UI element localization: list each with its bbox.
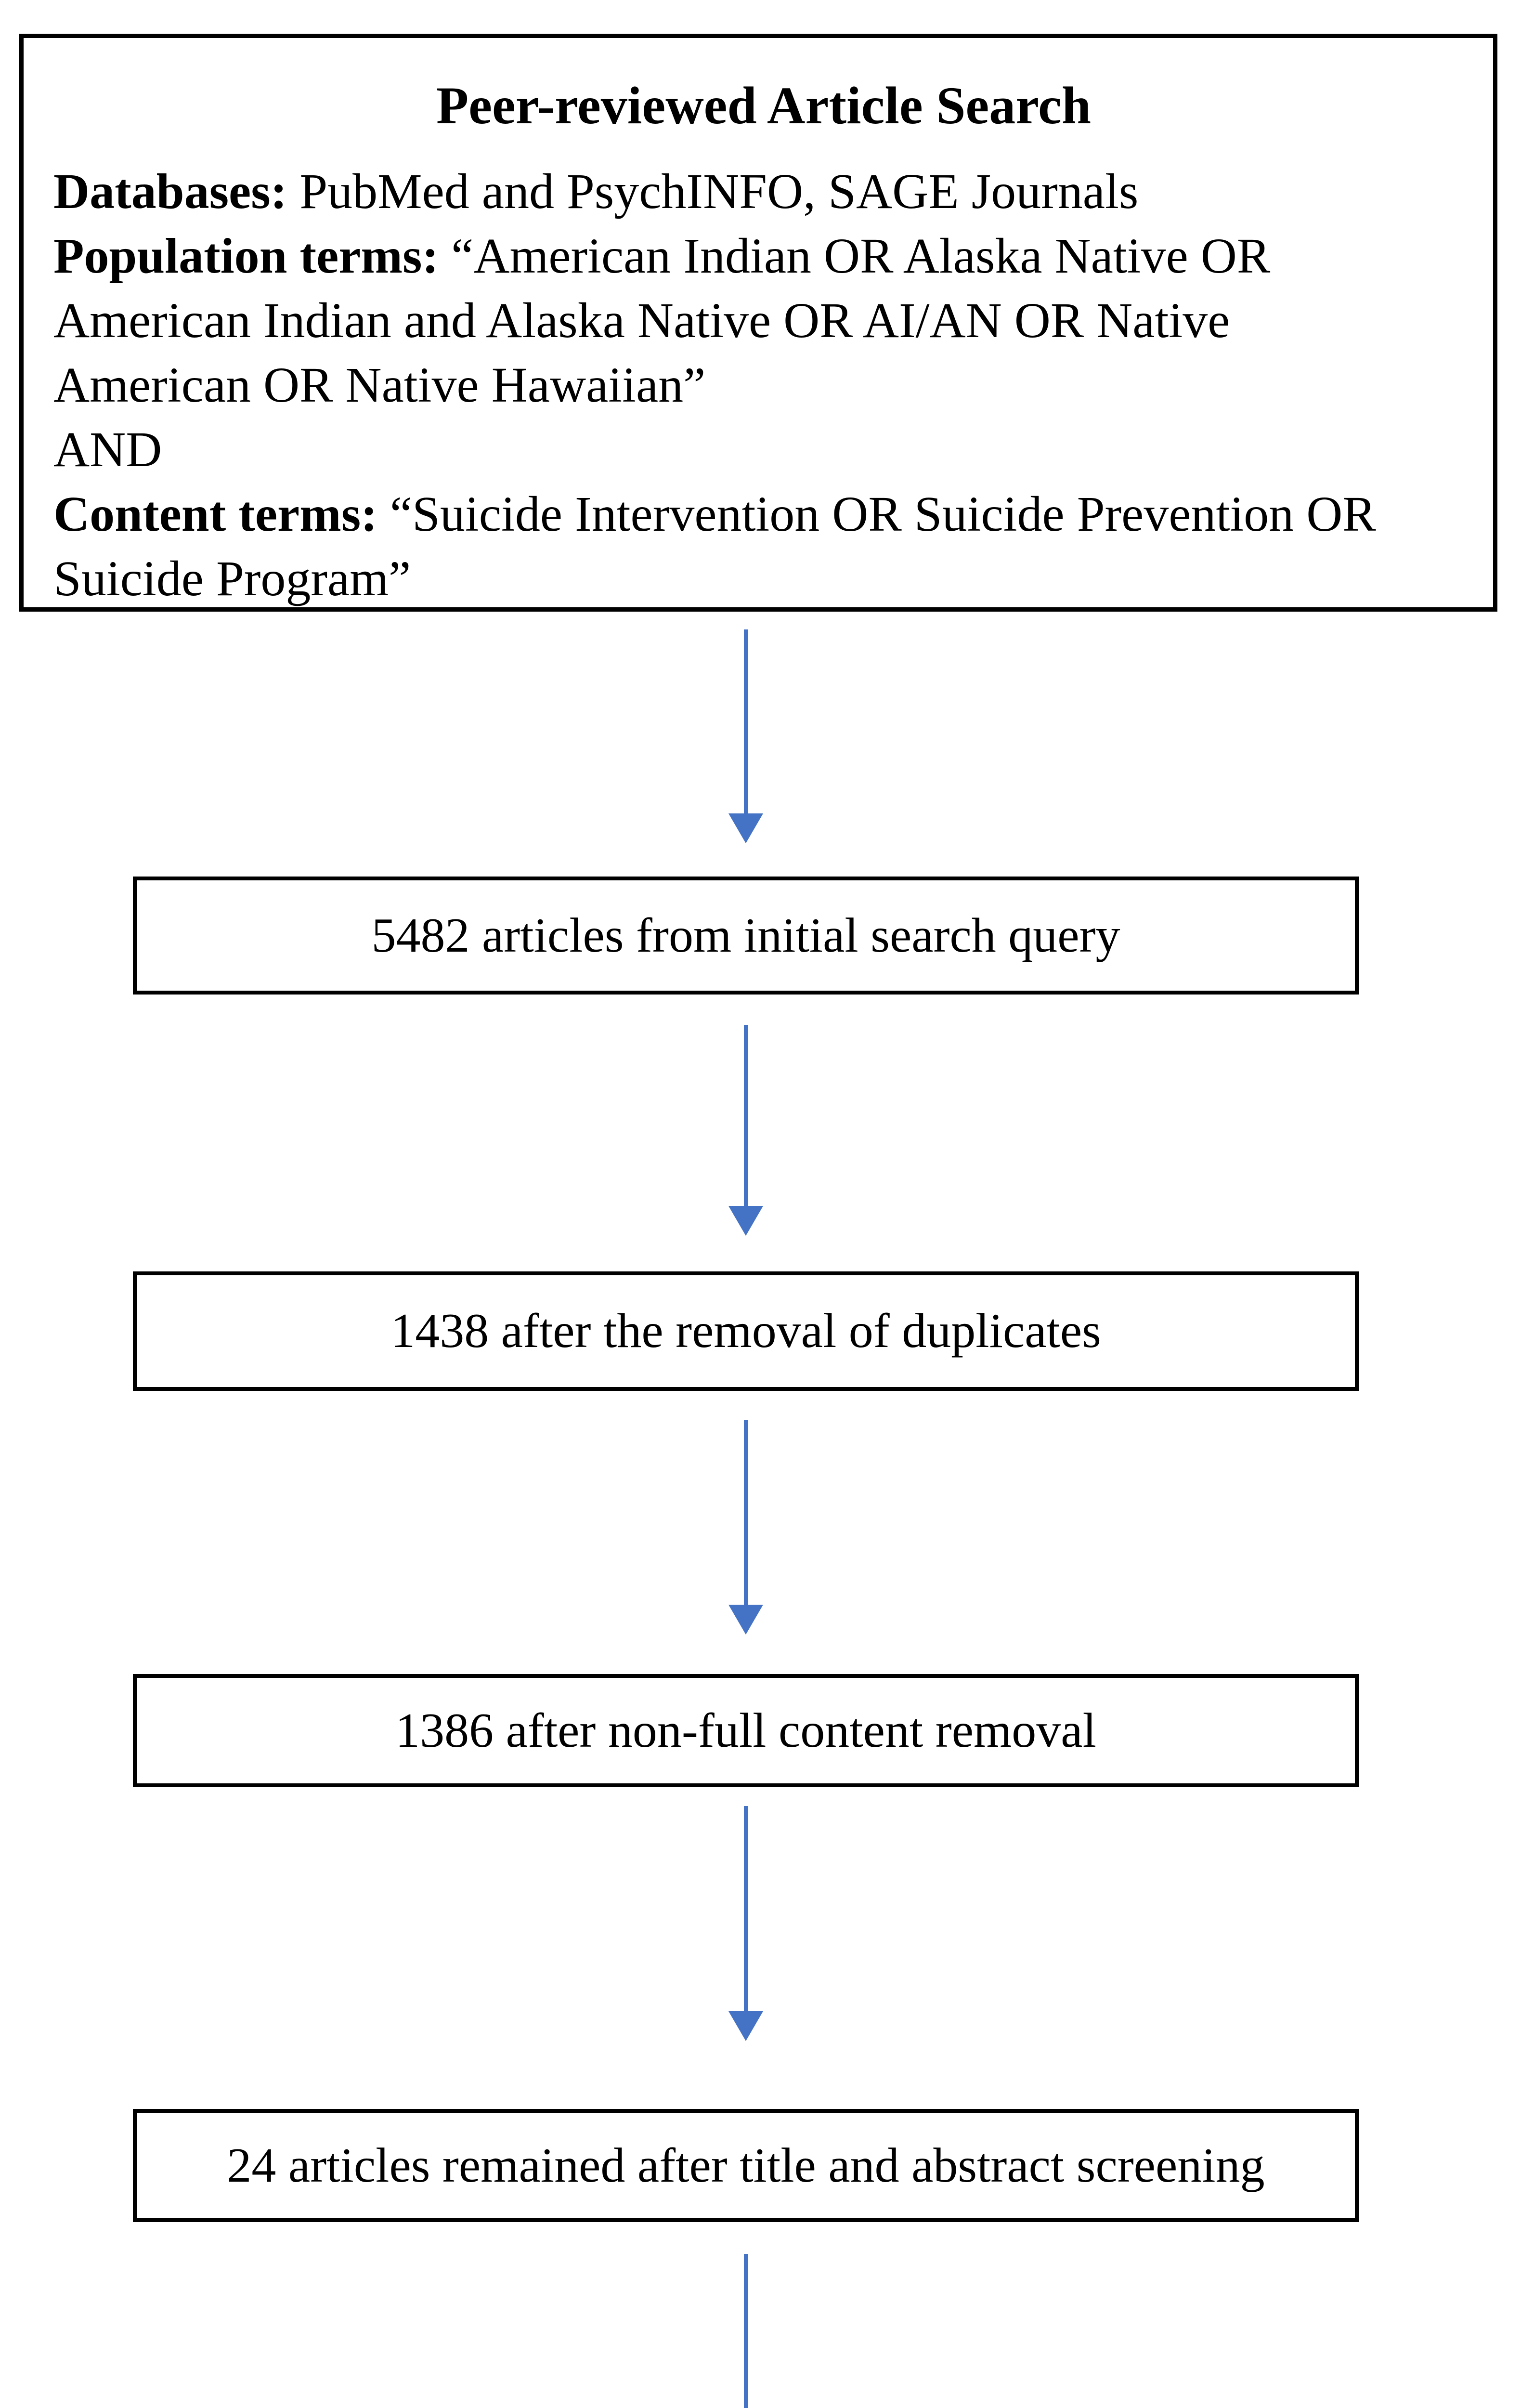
arrow-line xyxy=(744,1806,748,2011)
search-line-population-terms: Population terms: “American Indian OR Al… xyxy=(53,224,1474,288)
arrow-head xyxy=(728,1206,763,1236)
search-line-databases: Databases: PubMed and PsychINFO, SAGE Jo… xyxy=(53,159,1474,224)
arrow-line xyxy=(744,629,748,813)
arrow-line xyxy=(744,2254,748,2408)
flow-box-nonfull-content-removed-text: 1386 after non-full content removal xyxy=(395,1703,1096,1758)
search-box-title: Peer-reviewed Article Search xyxy=(436,76,1092,135)
flow-box-initial-search-text: 5482 articles from initial search query xyxy=(371,908,1120,963)
search-line-population-terms-cont1: American Indian and Alaska Native OR AI/… xyxy=(53,292,1230,348)
arrow-head xyxy=(728,1605,763,1635)
databases-value: PubMed and PsychINFO, SAGE Journals xyxy=(287,163,1139,219)
flow-box-nonfull-content-removed: 1386 after non-full content removal xyxy=(133,1674,1359,1787)
arrow-line xyxy=(744,1025,748,1206)
down-arrow-icon-5 xyxy=(728,2254,763,2408)
arrow-head xyxy=(728,813,763,843)
population-terms-value: “American Indian OR Alaska Native OR xyxy=(439,228,1271,284)
flow-box-duplicates-removed-text: 1438 after the removal of duplicates xyxy=(390,1304,1101,1358)
search-line-population-terms-cont2: American OR Native Hawaiian” xyxy=(53,357,706,413)
flow-box-duplicates-removed: 1438 after the removal of duplicates xyxy=(133,1271,1359,1391)
search-line-content-terms: Content terms: “Suicide Intervention OR … xyxy=(53,482,1474,547)
flow-box-initial-search: 5482 articles from initial search query xyxy=(133,877,1359,995)
search-line-content-terms-cont: Suicide Program” xyxy=(53,550,411,606)
search-line-and-operator: AND xyxy=(53,421,162,477)
arrow-line xyxy=(744,1420,748,1605)
down-arrow-icon-3 xyxy=(728,1420,763,1635)
flow-box-title-abstract-screening: 24 articles remained after title and abs… xyxy=(133,2109,1359,2222)
down-arrow-icon-1 xyxy=(728,629,763,843)
search-criteria-box: Peer-reviewed Article Search Databases: … xyxy=(19,34,1497,612)
arrow-head xyxy=(728,2011,763,2041)
search-box-body: Databases: PubMed and PsychINFO, SAGE Jo… xyxy=(53,159,1474,611)
flow-box-title-abstract-screening-text: 24 articles remained after title and abs… xyxy=(227,2138,1265,2193)
down-arrow-icon-2 xyxy=(728,1025,763,1236)
content-terms-value: “Suicide Intervention OR Suicide Prevent… xyxy=(377,486,1376,542)
content-terms-label: Content terms: xyxy=(53,486,377,542)
databases-label: Databases: xyxy=(53,163,287,219)
population-terms-label: Population terms: xyxy=(53,228,439,284)
down-arrow-icon-4 xyxy=(728,1806,763,2041)
